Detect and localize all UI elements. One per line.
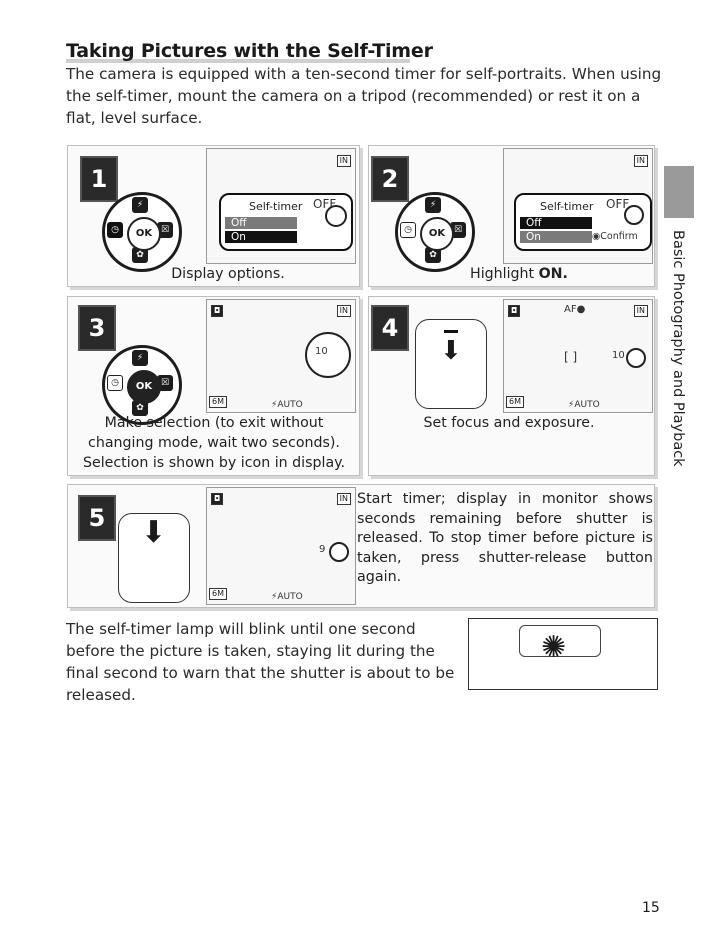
self-timer-lamp-illustration: ✺ [468,618,658,690]
internal-memory-icon: IN [336,155,351,167]
flash-icon: ⚡ [132,197,148,213]
page-title: Taking Pictures with the Self-Timer [66,40,433,62]
step-1-number: 1 [80,156,118,202]
chapter-tab [664,166,694,218]
step-4-monitor: ◘ AF● IN [ ] 10 6M ⚡AUTO [503,299,653,413]
internal-memory-icon: IN [336,493,351,505]
step-4-number: 4 [371,305,409,351]
multi-selector-pad: ⚡ ◷ ☒ ✿ OK [102,345,182,425]
self-timer-menu: Self-timer OFF Off On ◉Confirm [514,193,652,251]
chapter-label: Basic Photography and Playback [670,230,686,467]
macro-icon: ✿ [425,247,441,263]
multi-selector-pad: ⚡ ◷ ☒ ✿ OK [102,192,182,272]
down-arrow-icon: ⬇ [440,336,462,366]
af-indicator: AF● [564,304,586,315]
internal-memory-icon: IN [336,305,351,317]
page-number: 15 [642,900,660,916]
multi-selector-pad: ⚡ ◷ ☒ ✿ OK [395,192,475,272]
step-3-panel: 3 ⚡ ◷ ☒ ✿ OK ◘ IN 10 6M ⚡AUTO Make selec… [67,296,360,476]
self-timer-icon [626,348,646,368]
ok-button: OK [127,370,161,404]
internal-memory-icon: IN [633,305,648,317]
flash-icon: ⚡ [425,197,441,213]
step-5-number: 5 [78,495,116,541]
step-3-caption: Make selection (to exit without changing… [82,415,346,471]
self-timer-icon: ◷ [400,222,416,238]
self-timer-menu: Self-timer OFF Off On [219,193,353,251]
macro-icon: ✿ [132,247,148,263]
focus-brackets: [ ] [564,350,578,364]
step-5-caption: Start timer; display in monitor shows se… [357,491,653,585]
step-1-monitor: IN Self-timer OFF Off On [206,148,356,264]
flash-mode-indicator: ⚡AUTO [271,592,303,602]
step-4-panel: 4 ⬇ ◘ AF● IN [ ] 10 6M ⚡AUTO Set focus a… [368,296,655,476]
image-size-icon: 6M [506,396,524,408]
self-timer-icon [624,205,644,225]
half-press-line-icon [444,330,458,333]
step-1-caption: Display options. [171,266,285,282]
macro-icon: ✿ [132,400,148,416]
step-5-panel: 5 ⬇ ◘ IN 9 6M ⚡AUTO [67,484,655,608]
down-arrow-icon: ⬇ [141,515,167,550]
lamp-note: The self-timer lamp will blink until one… [66,620,455,704]
internal-memory-icon: IN [633,155,648,167]
ok-button: OK [127,217,161,251]
camera-mode-icon: ◘ [211,305,224,317]
self-timer-icon: ◷ [107,375,123,391]
step-3-number: 3 [78,305,116,351]
camera-body-outline [519,625,601,657]
self-timer-icon [325,205,347,227]
shutter-press-illustration: ⬇ [118,513,190,603]
camera-mode-icon: ◘ [211,493,224,505]
step-5-monitor: ◘ IN 9 6M ⚡AUTO [206,487,356,605]
camera-mode-icon: ◘ [508,305,521,317]
title-underline [66,59,410,63]
blinking-lamp-icon: ✺ [541,630,567,665]
flash-icon: ⚡ [132,350,148,366]
step-4-caption: Set focus and exposure. [423,415,595,431]
intro-paragraph: The camera is equipped with a ten-second… [66,65,662,127]
image-size-icon: 6M [209,396,227,408]
self-timer-icon [329,542,349,562]
exposure-icon: ☒ [157,375,173,391]
image-size-icon: 6M [209,588,227,600]
step-2-caption: Highlight ON. [470,266,568,282]
step-2-panel: 2 ⚡ ◷ ☒ ✿ OK IN Self-timer OFF Off On ◉C… [368,145,655,287]
step-1-panel: 1 ⚡ ◷ ☒ ✿ OK IN Self-timer OFF Off On Di… [67,145,360,287]
confirm-label: ◉Confirm [592,231,638,242]
step-2-number: 2 [371,156,409,202]
timer-highlight-circle [305,332,351,378]
step-3-monitor: ◘ IN 10 6M ⚡AUTO [206,299,356,413]
exposure-icon: ☒ [157,222,173,238]
self-timer-icon: ◷ [107,222,123,238]
step-2-monitor: IN Self-timer OFF Off On ◉Confirm [503,148,653,264]
ok-button: OK [420,217,454,251]
shutter-press-illustration: ⬇ [415,319,487,409]
flash-mode-indicator: ⚡AUTO [568,400,600,410]
flash-mode-indicator: ⚡AUTO [271,400,303,410]
exposure-icon: ☒ [450,222,466,238]
